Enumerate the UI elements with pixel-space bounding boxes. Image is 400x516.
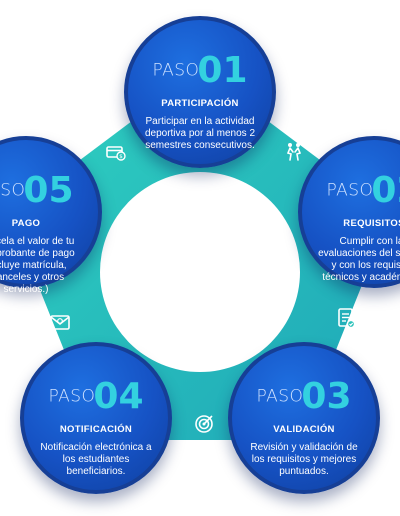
paso-word: PASO [152,60,200,81]
step-label-01: PASO01 [128,50,272,91]
step-title: REQUISITOS [343,218,400,229]
step-number: 01 [197,50,248,91]
step-number: 03 [301,376,352,417]
step-title: PAGO [11,218,41,229]
step-number: 05 [23,170,74,211]
target-icon [195,415,213,433]
svg-text:$: $ [119,154,123,160]
step-label-04: PASO04 [24,376,168,417]
step-circle-03: PASO03 VALIDACIÓN Revisión y validación … [228,342,380,494]
step-title: NOTIFICACIÓN [59,424,133,435]
envelope-icon [50,315,70,330]
step-title: VALIDACIÓN [273,424,335,435]
step-circle-01: PASO01 PARTICIPACIÓN Participar en la ac… [124,16,276,168]
paso-word: PASO [0,180,26,201]
step-label-03: PASO03 [232,376,376,417]
paso-word: PASO [256,386,304,407]
step-description: Participar en la actividad deportiva por… [144,116,256,151]
step-description: Notificación electrónica a los estudiant… [40,442,152,477]
ring-center-hole [100,172,300,372]
step-label-02: PASO02 [302,170,400,211]
step-circle-04: PASO04 NOTIFICACIÓN Notificación electró… [20,342,172,494]
payment-card-icon: $ [106,146,126,161]
sports-figures-icon [286,143,302,161]
step-number: 04 [93,376,144,417]
checklist-document-icon [338,308,356,329]
step-description: Revisión y validación de los requisitos … [250,442,358,477]
step-title: PARTICIPACIÓN [161,98,239,109]
paso-word: PASO [326,180,374,201]
step-label-05: PASO05 [0,170,98,211]
paso-word: PASO [48,386,96,407]
step-description: Cumplir con las evaluaciones del sistema… [318,236,400,283]
step-description: Cancela el valor de tu comprobante de pa… [0,236,75,295]
step-number: 02 [371,170,400,211]
